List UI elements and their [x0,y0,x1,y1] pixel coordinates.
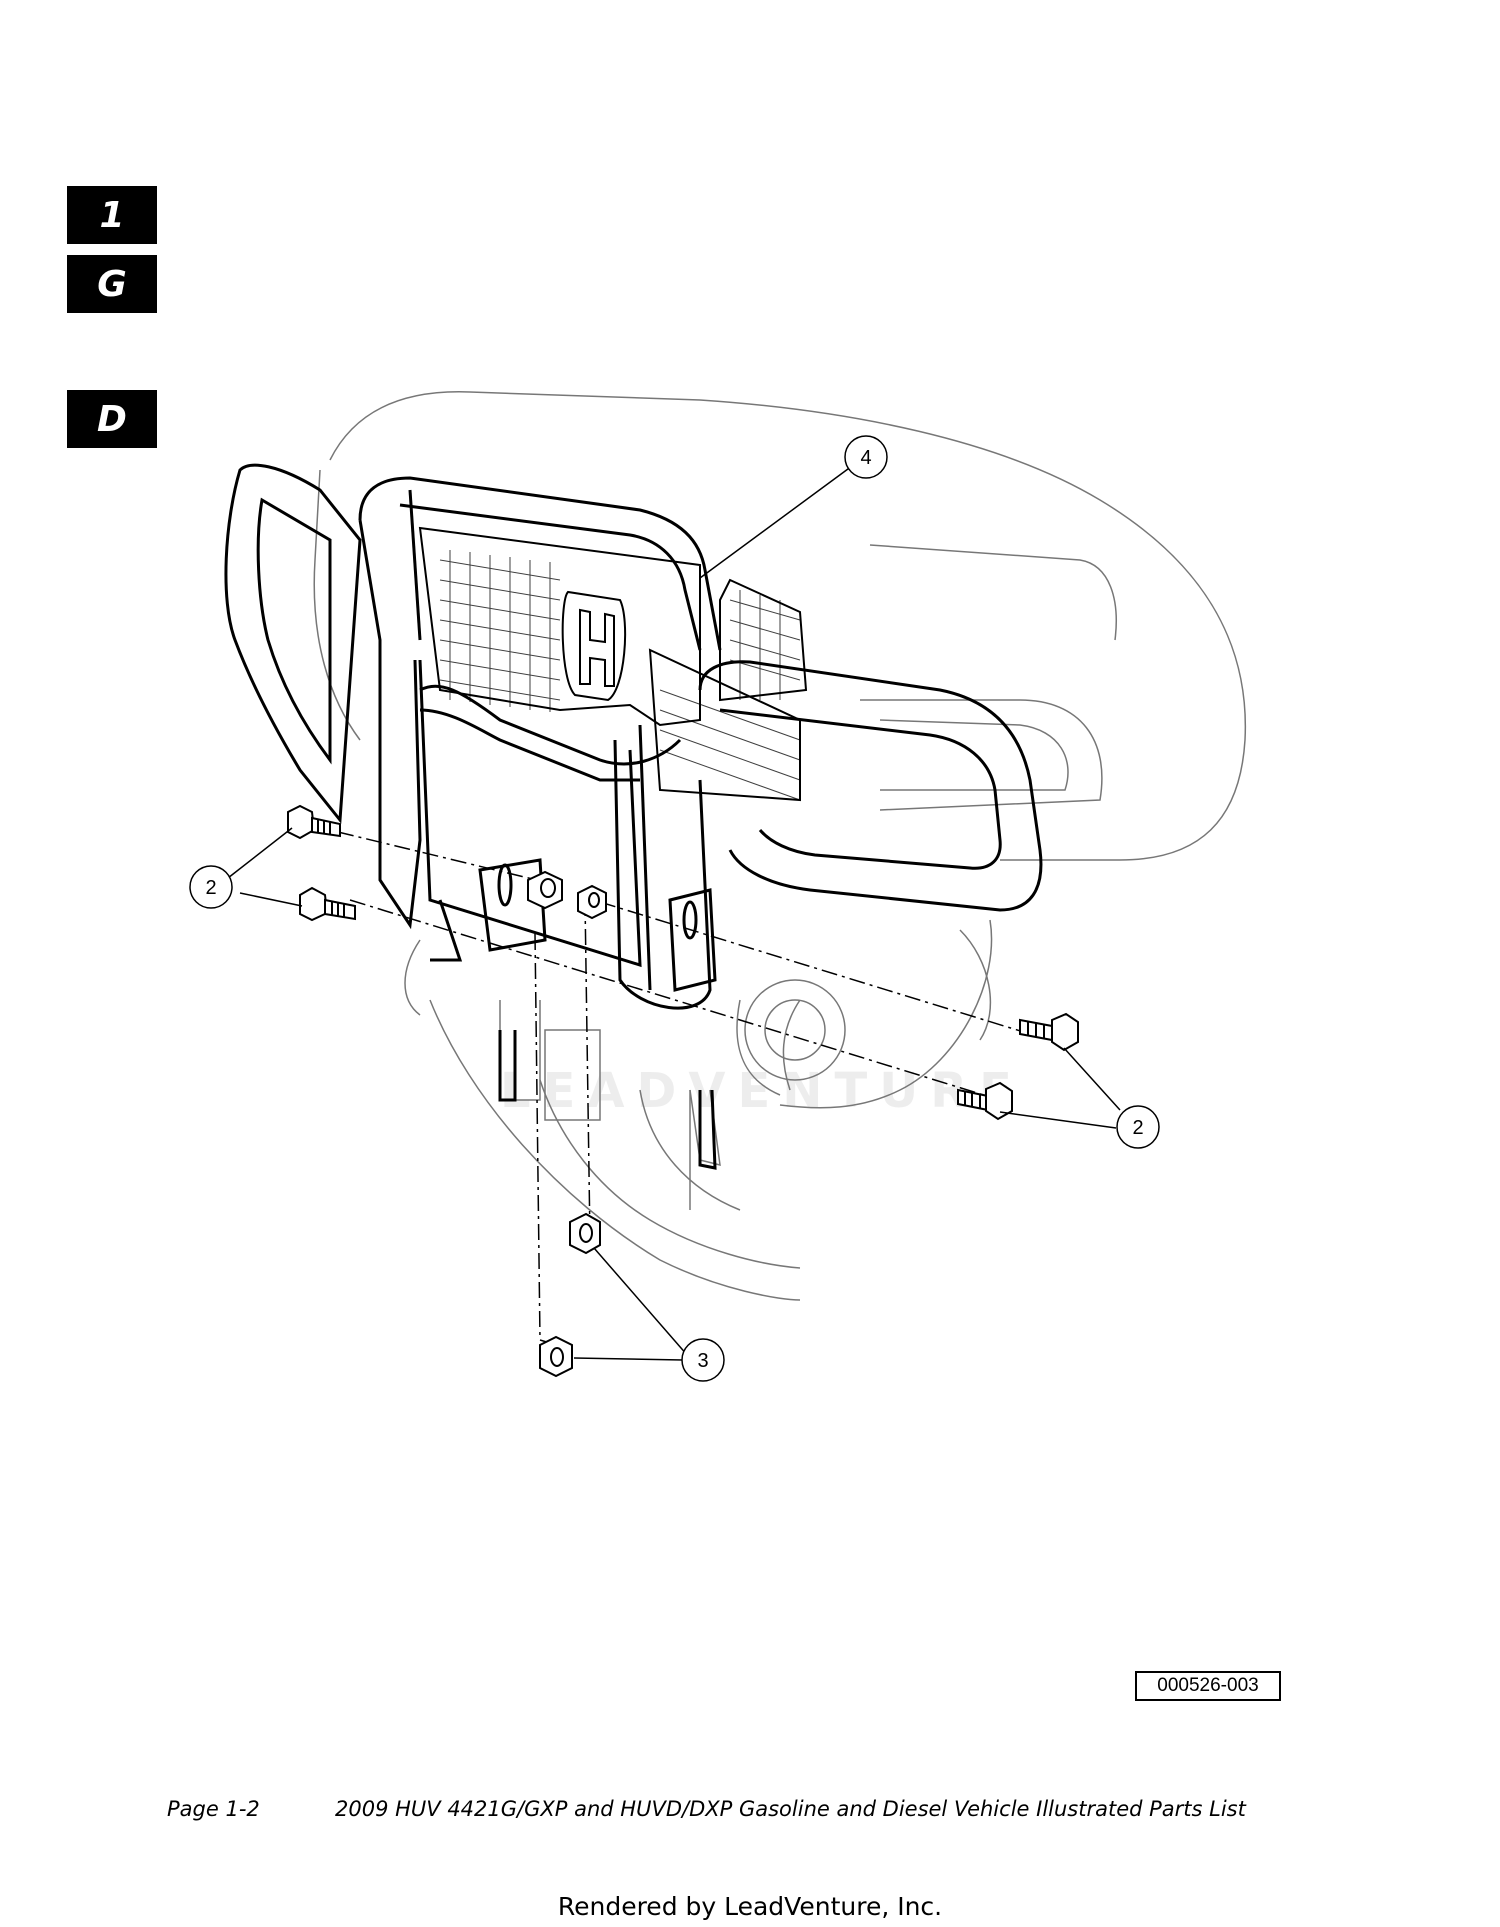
document-title: 2009 HUV 4421G/GXP and HUVD/DXP Gasoline… [335,1797,1246,1821]
callout-4[interactable]: 4 [844,435,888,479]
callout-2-right[interactable]: 2 [1116,1105,1160,1149]
nut-upper-center [527,870,563,910]
svg-text:4: 4 [860,447,871,469]
h-logo [561,590,627,702]
bolt-lower-left [299,886,356,922]
bolt-right-upper [1019,1012,1079,1052]
svg-text:3: 3 [697,1350,708,1372]
nut-lower-lower [539,1335,573,1378]
section-tab-1[interactable]: 1 [67,186,157,244]
bolt-right-lower [957,1081,1013,1121]
rendered-by-credit: Rendered by LeadVenture, Inc. [557,1892,943,1921]
callout-2-left[interactable]: 2 [189,865,233,909]
nut-upper-right [577,884,607,920]
section-tab-g[interactable]: G [67,255,157,313]
grille-mesh [439,550,801,801]
section-tab-d[interactable]: D [67,390,157,448]
page-number: Page 1-2 [167,1797,260,1821]
brush-guard [224,463,1043,1170]
figure-code: 000526-003 [1135,1671,1281,1701]
svg-text:2: 2 [1132,1117,1143,1139]
callout-3[interactable]: 3 [681,1338,725,1382]
leader-lines [227,465,1121,1361]
nut-lower-upper [569,1212,601,1255]
svg-text:2: 2 [205,877,216,899]
